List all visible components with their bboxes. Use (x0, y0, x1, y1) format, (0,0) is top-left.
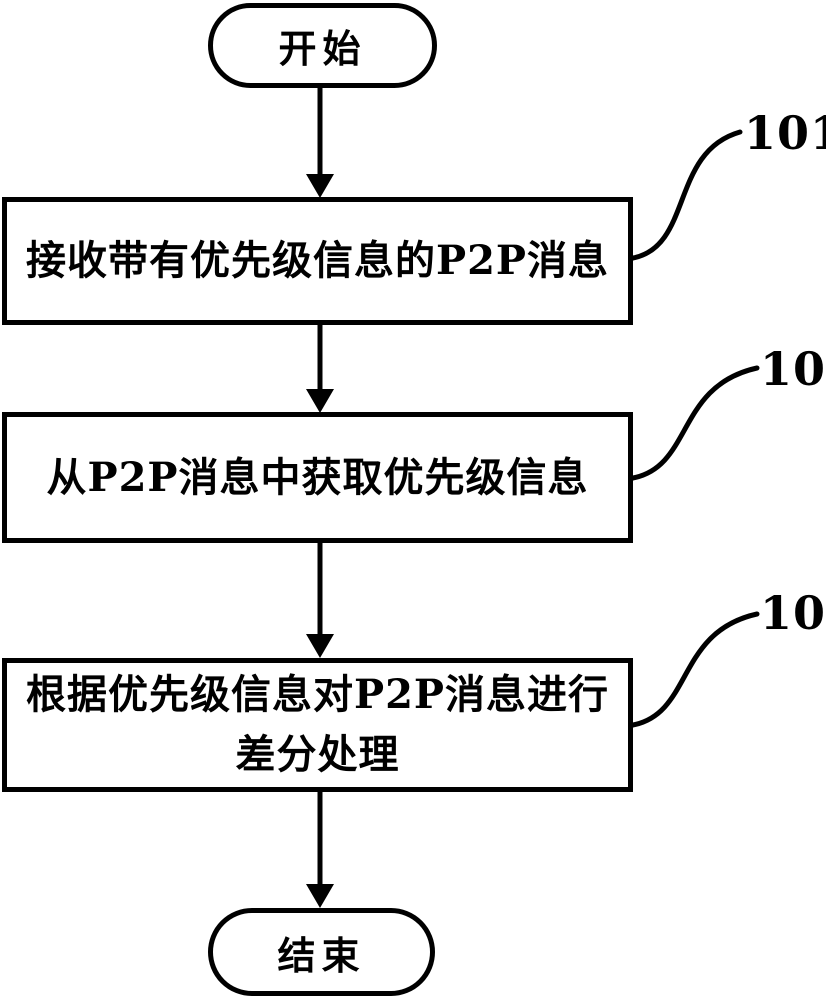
step-102-text: 从P2P消息中获取优先级信息 (47, 448, 589, 508)
step-box-102: 从P2P消息中获取优先级信息 (2, 412, 633, 543)
end-node: 结束 (208, 908, 435, 996)
ref-label-102: 102 (760, 346, 826, 392)
ref-line-102 (633, 368, 757, 478)
step-box-103: 根据优先级信息对P2P消息进行 差分处理 (2, 658, 633, 792)
ref-label-101: 101 (744, 110, 826, 156)
start-label: 开始 (278, 18, 366, 73)
ref-label-103: 103 (760, 590, 826, 636)
arrow-start-to-step101-head (306, 174, 334, 198)
step-box-101: 接收带有优先级信息的P2P消息 (2, 197, 633, 325)
arrow-step102-to-step103-head (306, 634, 334, 658)
start-node: 开始 (208, 3, 437, 88)
arrow-step103-to-end-head (306, 884, 334, 908)
step-101-text: 接收带有优先级信息的P2P消息 (26, 231, 609, 291)
step-103-text: 根据优先级信息对P2P消息进行 差分处理 (26, 665, 609, 785)
arrow-step101-to-step102-head (306, 389, 334, 413)
ref-line-103 (633, 614, 757, 725)
end-label: 结束 (277, 925, 365, 980)
ref-line-101 (633, 132, 740, 258)
